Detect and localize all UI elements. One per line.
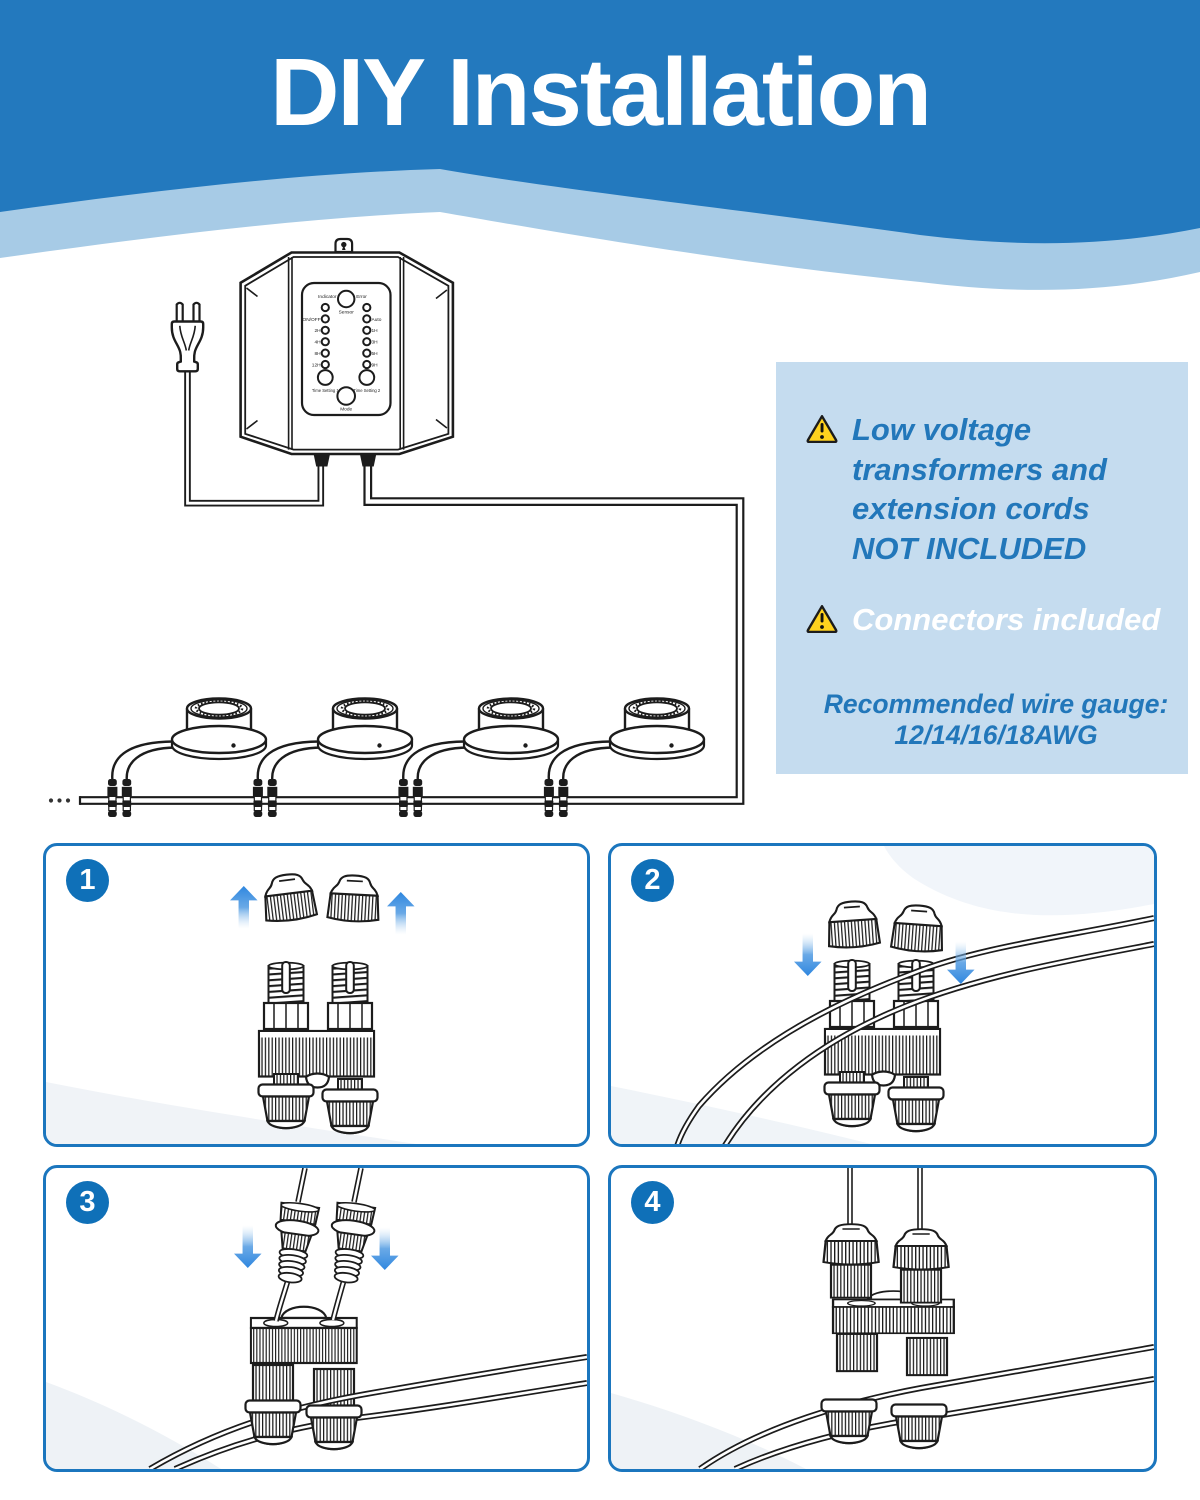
warning2-text: Connectors included bbox=[852, 602, 1161, 637]
cap-nut-right bbox=[326, 873, 382, 924]
deck-light bbox=[608, 697, 706, 761]
header-wave-graphic bbox=[0, 0, 1200, 290]
warning1-line4: NOT INCLUDED bbox=[852, 530, 1087, 566]
label-auto: Auto bbox=[372, 317, 382, 323]
main-cable-run bbox=[78, 462, 745, 805]
step4-number-badge: 4 bbox=[631, 1181, 674, 1224]
wiring-diagram: Indicator Error Sensor ON/OFF 2H 4H 8H 1… bbox=[48, 237, 745, 818]
tap-connector bbox=[543, 778, 555, 818]
label-2h: 2H bbox=[314, 328, 321, 334]
warning-icon bbox=[806, 415, 838, 443]
warning-icon bbox=[806, 605, 838, 633]
step2-number-badge: 2 bbox=[631, 859, 674, 902]
deck-lights bbox=[170, 697, 706, 761]
label-sensor: Sensor bbox=[339, 309, 355, 315]
step3-drawing bbox=[46, 1168, 587, 1469]
label-5h: 5H bbox=[372, 351, 379, 357]
tap-connector bbox=[252, 778, 264, 818]
tap-connector bbox=[266, 778, 278, 818]
warning1-line3: extension cords bbox=[852, 491, 1090, 526]
cap-nut-right bbox=[889, 902, 946, 955]
label-mode: Mode bbox=[340, 407, 352, 413]
tap-connector bbox=[557, 778, 569, 818]
deck-light bbox=[170, 697, 268, 761]
light-lead-wires bbox=[111, 740, 615, 781]
recommendation-text: Recommended wire gauge: 12/14/16/18AWG bbox=[808, 689, 1184, 750]
label-4h: 4H bbox=[314, 340, 321, 346]
tap-connector bbox=[397, 778, 409, 818]
recommend-line2: 12/14/16/18AWG bbox=[894, 719, 1098, 750]
label-9h: 9H bbox=[372, 362, 379, 368]
step2-drawing bbox=[611, 846, 1154, 1144]
label-12h: 12H bbox=[312, 362, 321, 368]
mounting-tab bbox=[334, 237, 354, 254]
label-1h: 1H bbox=[372, 328, 379, 334]
label-3h: 3H bbox=[372, 340, 379, 346]
deck-light bbox=[462, 697, 560, 761]
label-indicator: Indicator bbox=[318, 294, 337, 300]
step3-number-badge: 3 bbox=[66, 1181, 109, 1224]
label-time-setting-2: Time Setting 2 bbox=[353, 388, 381, 393]
tap-connector bbox=[412, 778, 424, 818]
step-panel-3: 3 bbox=[43, 1165, 590, 1472]
warning1-text: Low voltage transformers and extension c… bbox=[852, 410, 1107, 568]
warning1-line1: Low voltage bbox=[852, 412, 1032, 447]
cap-nut-left bbox=[260, 870, 319, 925]
controller-box: Indicator Error Sensor ON/OFF 2H 4H 8H 1… bbox=[239, 237, 455, 467]
tap-connector bbox=[121, 778, 133, 818]
cap-nut-left bbox=[825, 898, 882, 951]
step-panel-1: 1 bbox=[43, 843, 590, 1147]
step4-drawing bbox=[611, 1168, 1154, 1469]
warning1-line2: transformers and bbox=[852, 451, 1107, 487]
tap-connector bbox=[106, 778, 119, 818]
page-title: DIY Installation bbox=[270, 39, 932, 146]
step-panel-4: 4 bbox=[608, 1165, 1157, 1472]
header-blue-area bbox=[0, 0, 1200, 244]
label-time-setting-1: Time Setting 1 bbox=[312, 388, 340, 393]
cable-continues-dots bbox=[48, 798, 71, 803]
step1-number-badge: 1 bbox=[66, 859, 109, 902]
info-panel: Low voltage transformers and extension c… bbox=[776, 362, 1188, 774]
step-panel-2: 2 bbox=[608, 843, 1157, 1147]
recommend-line1: Recommended wire gauge: bbox=[823, 689, 1169, 719]
power-plug bbox=[170, 301, 205, 373]
deck-light bbox=[316, 697, 414, 761]
t-connector-body bbox=[259, 962, 378, 1134]
label-onoff: ON/OFF bbox=[302, 317, 320, 323]
label-8h: 8H bbox=[314, 351, 321, 357]
step1-drawing bbox=[46, 870, 416, 1144]
label-error: Error bbox=[356, 294, 367, 300]
power-cord-run bbox=[184, 367, 325, 507]
